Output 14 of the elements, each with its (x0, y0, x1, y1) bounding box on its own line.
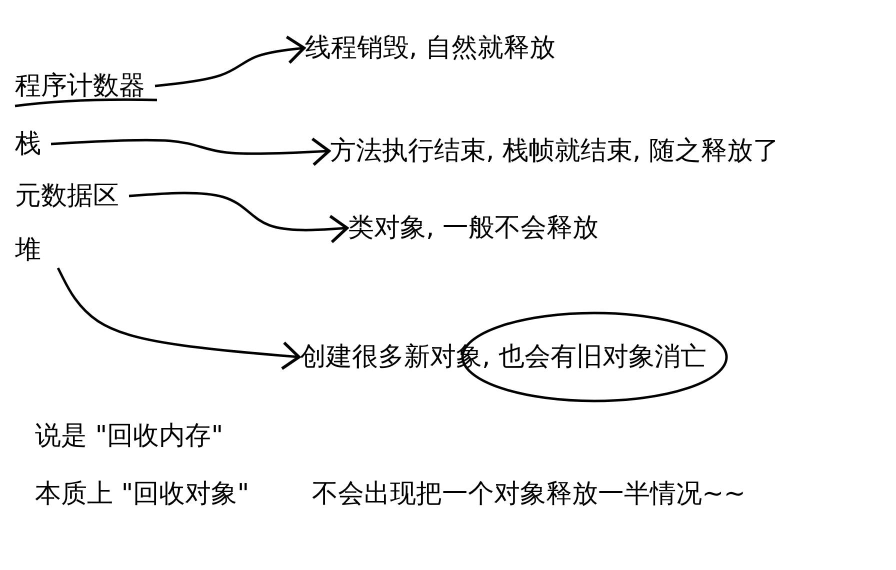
note-text: 不会出现把一个对象释放一半情况~~ (312, 478, 746, 510)
arrow (56, 267, 300, 370)
arrow (50, 137, 330, 166)
arrow (128, 192, 348, 244)
note-text: 元数据区 (15, 180, 119, 212)
note-text: 本质上 "回收对象" (35, 478, 250, 510)
note-text: 线程销毁, 自然就释放 (305, 32, 556, 64)
note-text: 类对象, 一般不会释放 (348, 212, 599, 244)
note-text: 程序计数器 (15, 70, 145, 102)
note-text: 堆 (15, 234, 41, 266)
note-text: 方法执行结束, 栈帧就结束, 随之释放了 (330, 135, 780, 167)
note-text: 说是 "回收内存" (35, 420, 224, 452)
arrow (154, 35, 306, 88)
note-text: 栈 (15, 128, 41, 160)
